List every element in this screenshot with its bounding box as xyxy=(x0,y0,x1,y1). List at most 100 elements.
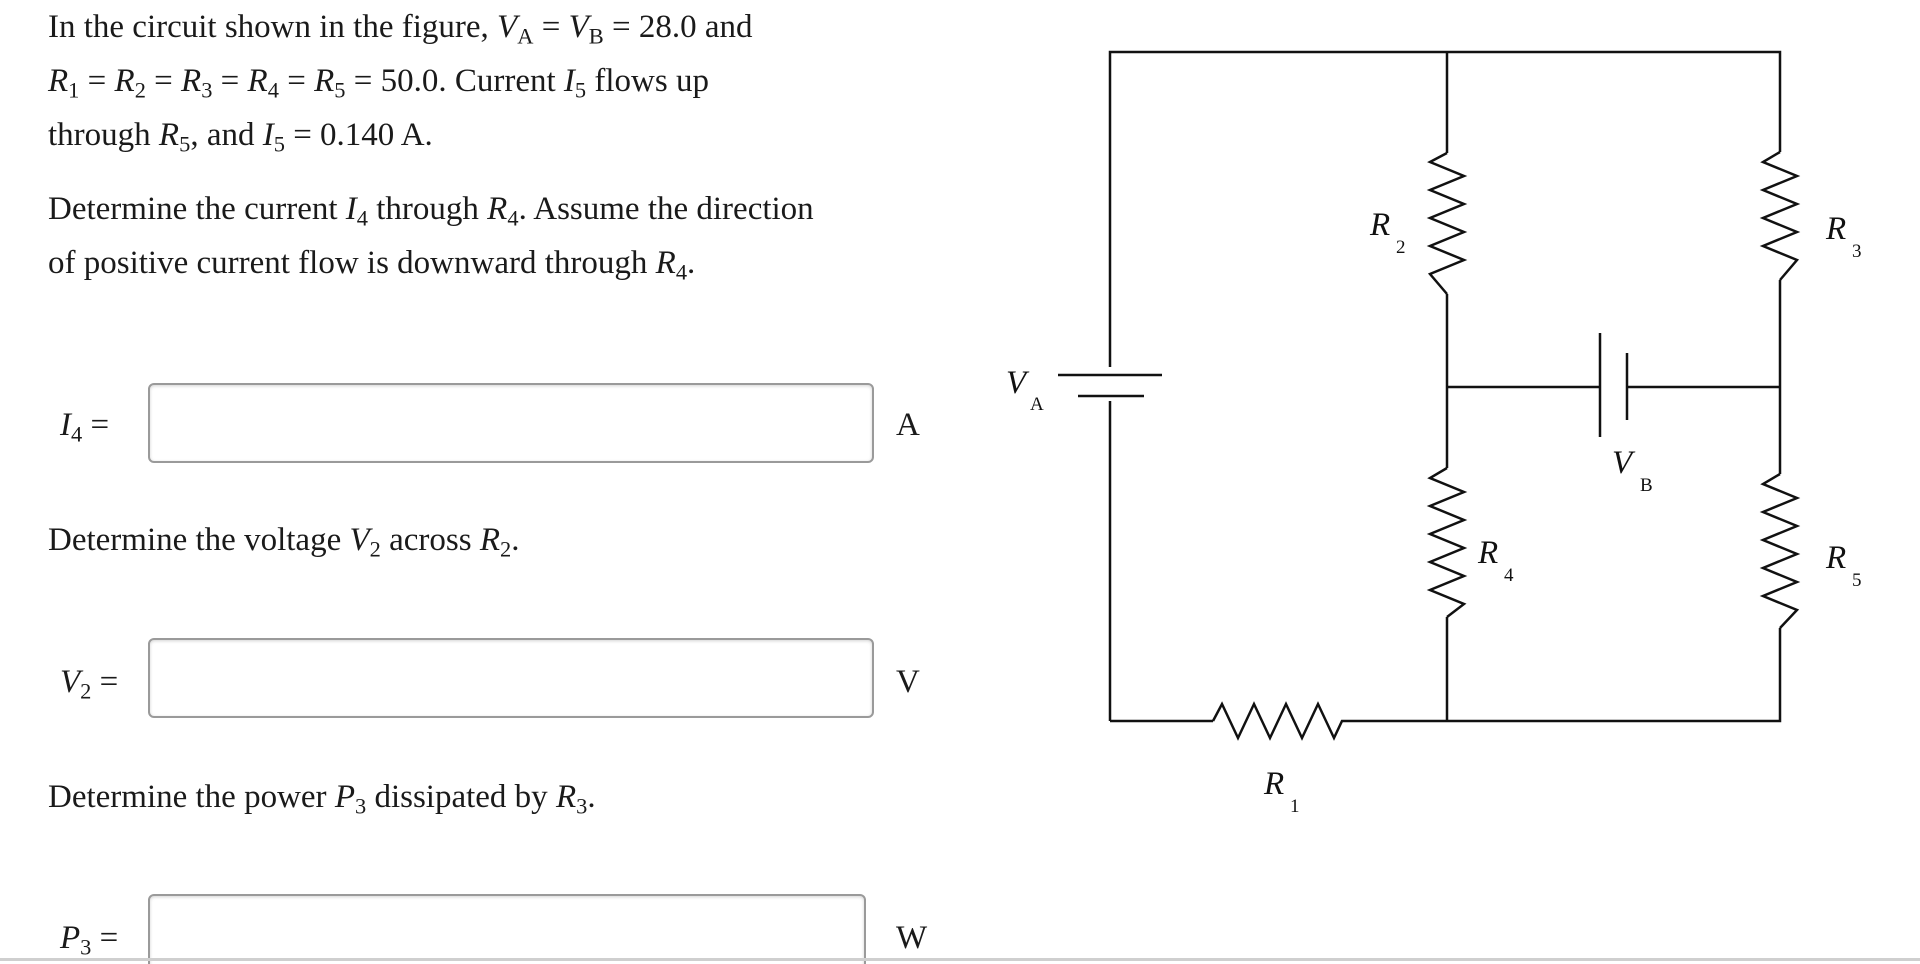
sub: 4 xyxy=(356,205,368,231)
label-vb-sub: B xyxy=(1640,475,1653,496)
var: P xyxy=(334,779,355,815)
q1-line-1: Determine the current I4 through R4. Ass… xyxy=(48,182,814,236)
var-r2: R xyxy=(114,63,135,99)
label-r1: R xyxy=(1263,766,1284,802)
sub: 4 xyxy=(675,259,688,285)
label-vb: V xyxy=(1612,445,1636,481)
text: = xyxy=(79,63,115,99)
v2-label: V2 = xyxy=(60,664,119,702)
question-1-prompt: Determine the current I4 through R4. Ass… xyxy=(48,182,814,290)
label-va-sub: A xyxy=(1030,394,1044,415)
p3-unit: W xyxy=(896,920,928,956)
var-r1: R xyxy=(48,63,69,99)
text: = xyxy=(145,63,182,99)
text: In the circuit shown in the figure, xyxy=(48,9,498,45)
sub: 4 xyxy=(267,77,279,103)
sub: 5 xyxy=(334,77,346,103)
text: 50.0. Current xyxy=(380,63,564,99)
text: across xyxy=(380,522,480,558)
text: Determine the voltage xyxy=(48,522,350,558)
var-vb: V xyxy=(568,9,589,45)
label-r4-sub: 4 xyxy=(1504,565,1514,586)
sub: 2 xyxy=(500,536,512,562)
text: flows up xyxy=(586,63,709,99)
sub: 3 xyxy=(354,793,367,819)
sub: 4 xyxy=(507,205,519,231)
text: Determine the power xyxy=(48,779,335,815)
label-r5-sub: 5 xyxy=(1852,570,1862,591)
sub: 5 xyxy=(179,131,191,157)
var: P xyxy=(60,920,81,956)
sub: 2 xyxy=(134,77,146,103)
resistor-r5-zigzag xyxy=(1759,472,1801,629)
label-r3-sub: 3 xyxy=(1852,241,1862,262)
var: I xyxy=(60,407,71,443)
label-va: V xyxy=(1006,365,1030,401)
text: = xyxy=(91,920,119,956)
var-va: V xyxy=(497,9,518,45)
bottom-right-wire xyxy=(1348,628,1782,723)
label-r3: R xyxy=(1825,211,1846,247)
text: . Assume the direction xyxy=(518,191,814,227)
var: V xyxy=(60,664,81,700)
sub: 5 xyxy=(574,77,587,103)
var-r3: R xyxy=(181,63,202,99)
top-wire xyxy=(1108,50,1782,367)
sub: 3 xyxy=(576,793,588,819)
text: dissipated by xyxy=(366,779,556,815)
var-i5: I xyxy=(563,63,575,99)
resistor-r3-zigzag xyxy=(1759,150,1801,281)
problem-line-2: R1 = R2 = R3 = R4 = R5 = 50.0. Current I… xyxy=(48,54,752,108)
var-i5: I xyxy=(262,117,274,153)
var: R xyxy=(479,522,500,558)
label-r4: R xyxy=(1477,535,1498,571)
sub: 1 xyxy=(68,77,80,103)
i4-answer-input[interactable] xyxy=(148,383,874,463)
text: . xyxy=(687,245,696,281)
var: V xyxy=(349,522,370,558)
problem-line-1: In the circuit shown in the figure, VA =… xyxy=(48,0,752,54)
var: R xyxy=(655,245,676,281)
label-r2: R xyxy=(1369,207,1390,243)
q3-line-1: Determine the power P3 dissipated by R3. xyxy=(48,770,596,824)
text: , and xyxy=(190,117,263,153)
text: through xyxy=(368,191,488,227)
p3-answer-input[interactable] xyxy=(148,894,866,964)
text: = xyxy=(278,63,315,99)
sub: A xyxy=(517,23,534,49)
text: = 0.140 A. xyxy=(284,117,433,153)
v2-unit: V xyxy=(896,664,920,700)
text: . xyxy=(511,522,520,558)
q2-line-1: Determine the voltage V2 across R2. xyxy=(48,513,519,567)
var: R xyxy=(555,779,577,815)
sub: 3 xyxy=(201,77,213,103)
text: through xyxy=(48,117,159,153)
sub: 4 xyxy=(71,421,83,447)
problem-line-3: through R5, and I5 = 0.140 A. xyxy=(48,108,752,162)
sub: 2 xyxy=(369,536,381,562)
text: of positive current flow is downward thr… xyxy=(48,245,656,281)
p3-label: P3 = xyxy=(60,920,119,960)
var: I xyxy=(345,191,357,227)
sub: 3 xyxy=(80,934,92,960)
label-r1-sub: 1 xyxy=(1290,796,1300,817)
i4-unit: A xyxy=(896,407,920,443)
text: = 28.0 and xyxy=(603,9,753,45)
label-r2-sub: 2 xyxy=(1396,237,1406,258)
problem-statement: In the circuit shown in the figure, VA =… xyxy=(48,0,752,162)
resistor-r2-zigzag xyxy=(1426,151,1468,295)
text: . xyxy=(587,779,596,815)
resistor-r4-zigzag xyxy=(1426,466,1468,618)
bottom-divider xyxy=(0,958,1920,961)
text: = xyxy=(91,664,119,700)
label-r5: R xyxy=(1825,540,1846,576)
v2-answer-input[interactable] xyxy=(148,638,874,718)
sub: B xyxy=(588,23,604,49)
i4-label: I4 = xyxy=(60,407,110,447)
question-3-prompt: Determine the power P3 dissipated by R3. xyxy=(48,770,596,824)
text: = xyxy=(212,63,248,99)
var-r4: R xyxy=(247,63,268,99)
var-r5: R xyxy=(314,63,335,99)
text: = xyxy=(82,407,110,443)
resistor-r1-zigzag xyxy=(1211,701,1348,741)
